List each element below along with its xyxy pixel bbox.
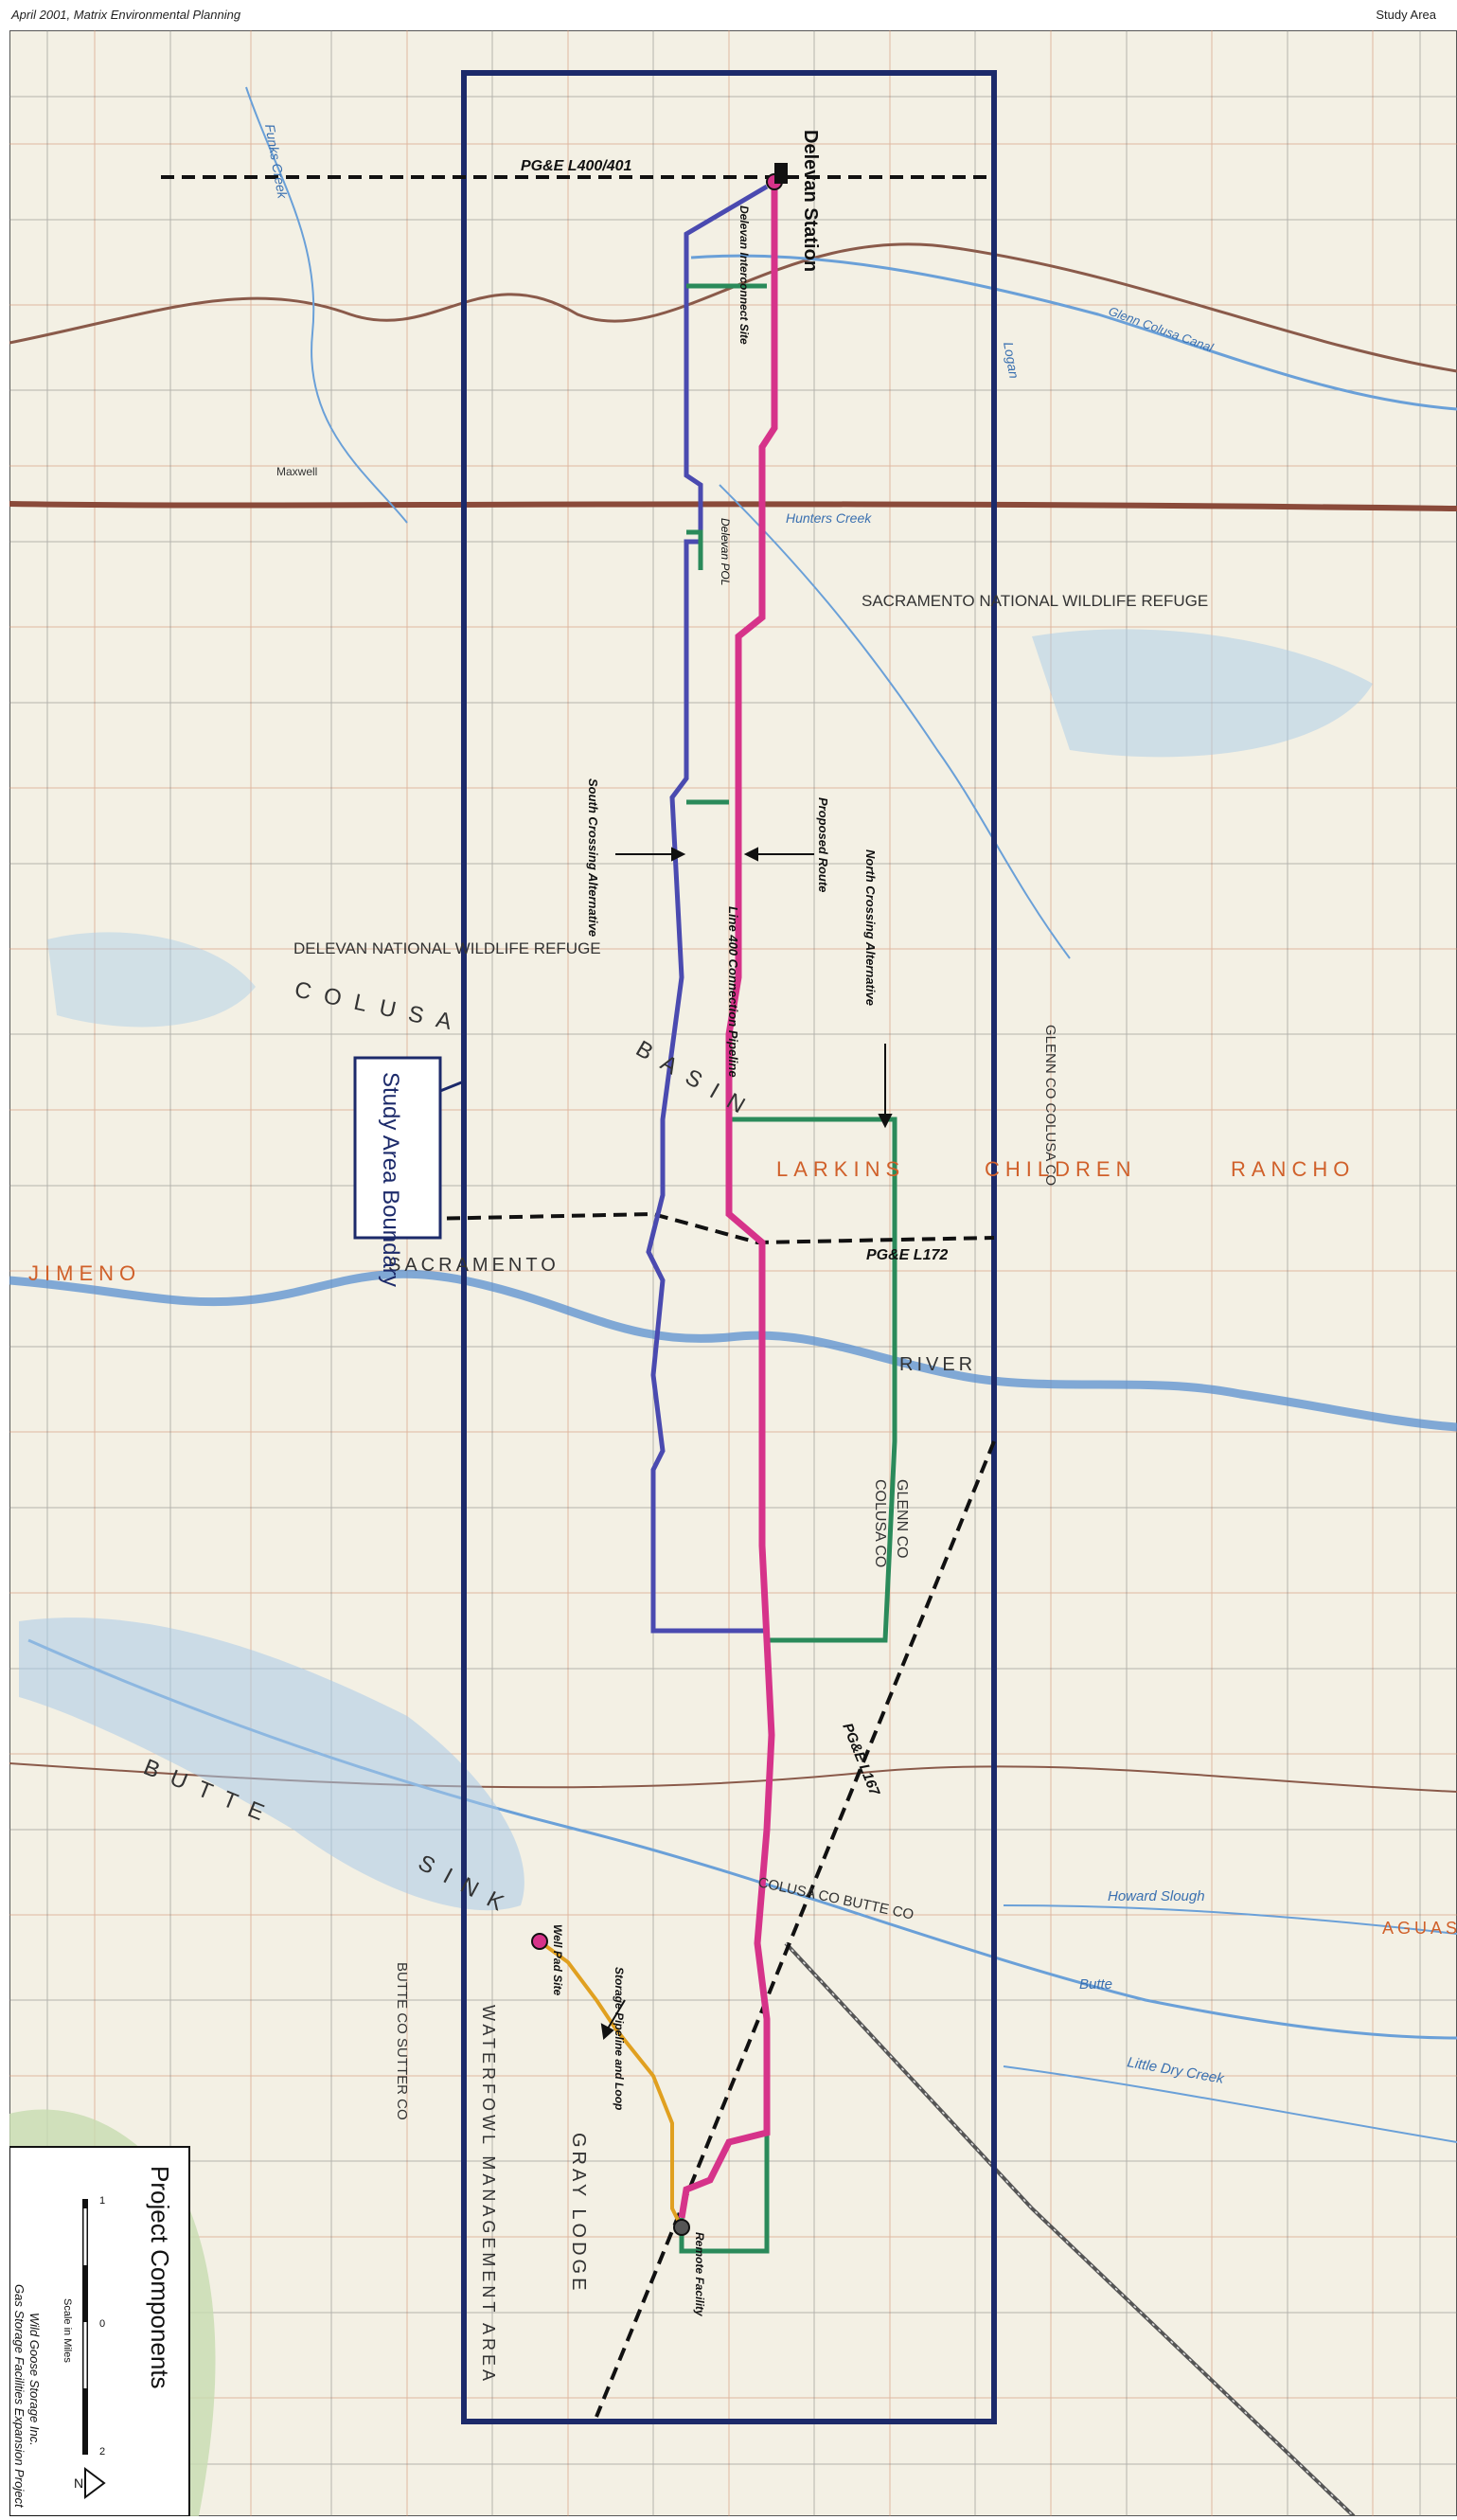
label-river: RIVER	[899, 1354, 976, 1375]
proposed-route	[678, 182, 778, 2219]
sacramento-river	[9, 1269, 1457, 1432]
label-pge-l400: PG&E L400/401	[521, 158, 632, 174]
well-pad-marker	[531, 1933, 548, 1950]
refuge-marsh	[1032, 629, 1373, 758]
north-label: N	[74, 2475, 83, 2491]
county-road	[9, 242, 1457, 373]
label-sacramento: SACRAMENTO	[388, 1255, 560, 1276]
label-storage-pipeline: Storage Pipeline and Loop	[613, 1967, 626, 2110]
green-segment-pol	[686, 529, 703, 570]
label-glenn-co: GLENN CO	[894, 1479, 910, 1559]
north-crossing-alternative	[729, 1117, 897, 1643]
label-aguas: AGUAS	[1382, 1919, 1457, 1938]
scale-tick-1: 0	[99, 2318, 105, 2330]
label-butte-sutter: BUTTE CO SUTTER CO	[394, 1962, 410, 2120]
header-right: Study Area	[1376, 8, 1436, 22]
map: Delevan Station PG&E L400/401 Delevan In…	[9, 30, 1457, 2516]
scale-tick-0: 1	[99, 2195, 105, 2207]
scale-tick-2: 2	[99, 2446, 105, 2457]
label-butte-creek: Butte	[1079, 1976, 1112, 1993]
label-south-crossing: South Crossing Alternative	[586, 778, 600, 937]
interstate-highway	[9, 501, 1457, 511]
label-gray-lodge: GRAY LODGE	[568, 2133, 589, 2294]
study-boundary-callout: Study Area Boundary	[353, 1056, 465, 1287]
delevan-station-icon	[774, 163, 788, 184]
survey-grid	[9, 30, 1457, 2516]
delevan-marsh	[47, 932, 256, 1028]
hunters-creek	[719, 484, 1071, 959]
glenn-colusa-canal	[690, 254, 1457, 411]
parcel-lines	[9, 30, 1457, 2516]
label-delevan-pol: Delevan POL	[719, 518, 732, 585]
label-delevan-interconnect: Delevan Interconnect Site	[737, 206, 751, 345]
legend-title: Project Components	[146, 2166, 174, 2389]
south-crossing-alternative	[646, 184, 769, 1634]
header-left: April 2001, Matrix Environmental Plannin…	[11, 8, 241, 22]
label-howard-slough: Howard Slough	[1108, 1888, 1205, 1904]
funks-creek	[245, 86, 408, 524]
pge-l167-line	[595, 1440, 996, 2418]
pointer-arrows	[600, 847, 893, 2040]
label-delevan-station: Delevan Station	[800, 130, 821, 272]
label-hunters-creek: Hunters Creek	[786, 510, 872, 526]
legend: Project Components Wild Goose Storage In…	[9, 2146, 190, 2516]
storage-pipeline	[538, 1939, 684, 2228]
howard-slough	[1003, 1904, 1457, 1935]
label-pge-l172: PG&E L172	[866, 1247, 948, 1263]
label-north-crossing: North Crossing Alternative	[863, 849, 878, 1006]
label-maxwell: Maxwell	[276, 465, 317, 478]
butte-sink-marsh	[19, 1617, 524, 1911]
study-area-boundary	[461, 70, 997, 2424]
scale-label: Scale in Miles	[62, 2298, 73, 2363]
legend-project: Gas Storage Facilities Expansion Project	[12, 2284, 27, 2509]
callout-text: Study Area Boundary	[378, 1072, 403, 1287]
railroad-ties	[785, 1942, 1355, 2516]
remote-facility-marker	[673, 2219, 690, 2236]
label-waterfowl: WATERFOWL MANAGEMENT AREA	[479, 2005, 498, 2385]
label-remote-facility: Remote Facility	[693, 2232, 706, 2317]
label-logan: Logan	[1001, 341, 1022, 380]
label-colusa-co: COLUSA CO	[872, 1479, 888, 1567]
legend-company: Wild Goose Storage Inc.	[27, 2313, 42, 2446]
label-sac-nwr: SACRAMENTO NATIONAL WILDLIFE REFUGE	[862, 592, 1208, 610]
north-arrow-icon	[84, 2467, 106, 2499]
little-dry-creek	[1003, 2065, 1457, 2143]
label-children: CHILDREN	[985, 1157, 1136, 1181]
label-well-pad: Well Pad Site	[551, 1924, 564, 1995]
label-delevan-nwr: DELEVAN NATIONAL WILDLIFE REFUGE	[293, 939, 601, 957]
label-jimeno: JIMENO	[28, 1261, 141, 1285]
label-rancho: RANCHO	[1231, 1157, 1355, 1181]
label-larkins: LARKINS	[776, 1157, 905, 1181]
label-glenn-colusa-vertical: GLENN CO COLUSA CO	[1042, 1025, 1058, 1186]
label-line400: Line 400 Connection Pipeline	[726, 906, 740, 1078]
pge-l172-line	[425, 1211, 995, 1245]
label-proposed-route: Proposed Route	[816, 797, 830, 892]
